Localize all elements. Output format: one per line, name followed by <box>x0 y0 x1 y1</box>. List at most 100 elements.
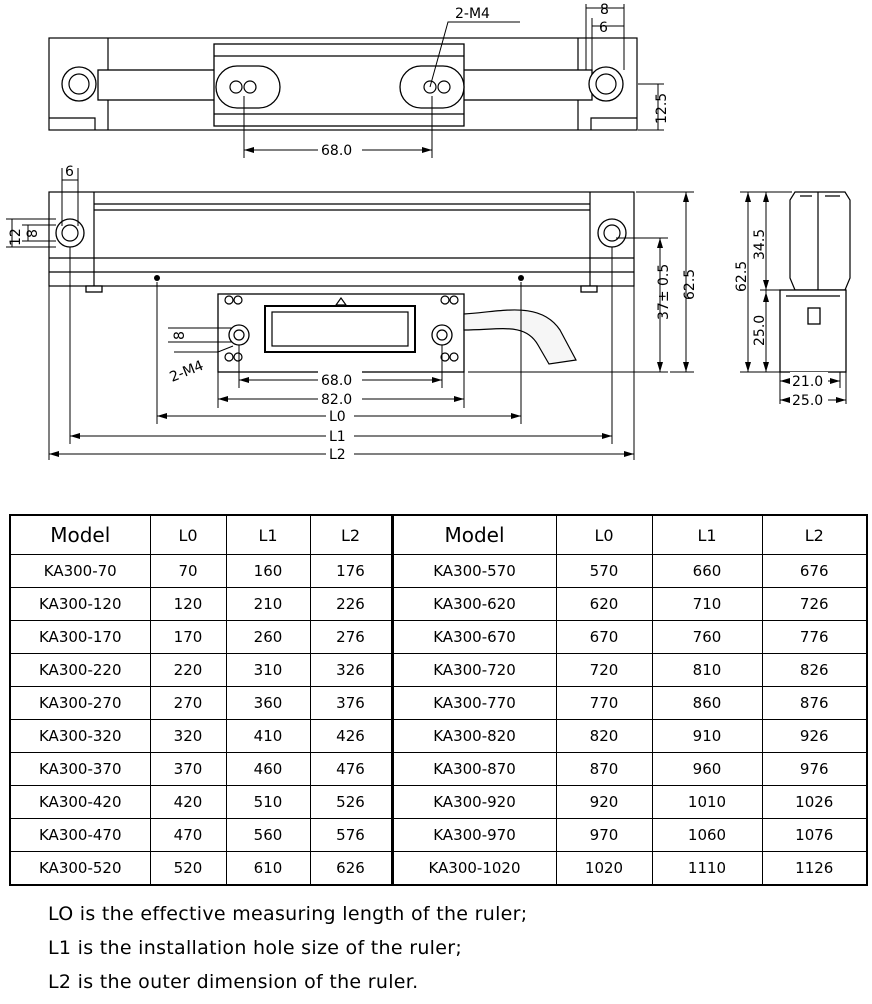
table-cell: KA300-570 <box>390 554 557 588</box>
table-cell: KA300-1020 <box>390 851 557 886</box>
table-cell: 376 <box>309 686 393 720</box>
table-cell: 260 <box>225 620 311 654</box>
table-cell: 760 <box>651 620 763 654</box>
table-cell: 776 <box>761 620 868 654</box>
table-cell: 970 <box>555 818 653 852</box>
table-cell: 676 <box>761 554 868 588</box>
notes: LO is the effective measuring length of … <box>48 902 527 1004</box>
header-l2: L2 <box>761 514 868 555</box>
table-cell: KA300-720 <box>390 653 557 687</box>
table-cell: KA300-370 <box>9 752 151 786</box>
table-cell: 810 <box>651 653 763 687</box>
table-cell: 1026 <box>761 785 868 819</box>
table-cell: 570 <box>555 554 653 588</box>
note-l2: L2 is the outer dimension of the ruler. <box>48 971 419 993</box>
technical-drawing: 2-M4 68.0 8 6 12.5 <box>6 2 851 463</box>
header-l1: L1 <box>225 514 311 555</box>
table-cell: KA300-70 <box>9 554 151 588</box>
table-cell: 176 <box>309 554 393 588</box>
table-cell: 410 <box>225 719 311 753</box>
table-cell: 310 <box>225 653 311 687</box>
table-cell: KA300-670 <box>390 620 557 654</box>
table-cell: KA300-120 <box>9 587 151 621</box>
table-cell: 870 <box>555 752 653 786</box>
side-view: 62.5 34.5 25.0 21.0 25.0 <box>734 191 851 409</box>
table-cell: 876 <box>761 686 868 720</box>
top-dim-12-5: 12.5 <box>654 93 670 124</box>
top-dim-68: 68.0 <box>321 143 352 159</box>
table-cell: 626 <box>309 851 393 886</box>
front-dim-8: 8 <box>25 229 41 238</box>
top-dim-6: 6 <box>599 20 608 36</box>
table-cell: KA300-470 <box>9 818 151 852</box>
table-cell: KA300-170 <box>9 620 151 654</box>
table-cell: 360 <box>225 686 311 720</box>
front-view: 6 12 8 37± 0.5 62.5 8 2-M4 68.0 <box>6 164 698 463</box>
table-cell: 70 <box>149 554 227 588</box>
table-cell: KA300-970 <box>390 818 557 852</box>
table-cell: 220 <box>149 653 227 687</box>
table-cell: 660 <box>651 554 763 588</box>
table-cell: KA300-870 <box>390 752 557 786</box>
table-cell: 770 <box>555 686 653 720</box>
header-model: Model <box>9 514 151 555</box>
top-thread-label: 2-M4 <box>455 6 490 22</box>
side-dim-62-5: 62.5 <box>734 261 750 292</box>
dim-L2: L2 <box>329 447 346 463</box>
table-cell: 460 <box>225 752 311 786</box>
table-cell: KA300-320 <box>9 719 151 753</box>
top-view: 2-M4 68.0 8 6 12.5 <box>48 2 670 159</box>
header-model: Model <box>390 514 557 555</box>
table-cell: 1126 <box>761 851 868 886</box>
table-cell: 976 <box>761 752 868 786</box>
table-cell: 420 <box>149 785 227 819</box>
table-cell: 470 <box>149 818 227 852</box>
table-cell: 1060 <box>651 818 763 852</box>
front-dim-12: 12 <box>8 228 24 246</box>
table-cell: KA300-270 <box>9 686 151 720</box>
table-cell: 910 <box>651 719 763 753</box>
front-dim-37: 37± 0.5 <box>656 264 672 320</box>
table-cell: 320 <box>149 719 227 753</box>
table-cell: 120 <box>149 587 227 621</box>
table-cell: KA300-520 <box>9 851 151 886</box>
reader-dim-82: 82.0 <box>321 392 352 408</box>
reader-dim-68: 68.0 <box>321 373 352 389</box>
front-dim-6: 6 <box>65 164 74 180</box>
table-cell: KA300-820 <box>390 719 557 753</box>
table-cell: 820 <box>555 719 653 753</box>
table-cell: 726 <box>761 587 868 621</box>
table-cell: 226 <box>309 587 393 621</box>
table-cell: 960 <box>651 752 763 786</box>
table-cell: 926 <box>761 719 868 753</box>
table-cell: 920 <box>555 785 653 819</box>
table-cell: 526 <box>309 785 393 819</box>
table-cell: KA300-920 <box>390 785 557 819</box>
table-cell: 1020 <box>555 851 653 886</box>
table-cell: KA300-770 <box>390 686 557 720</box>
header-l0: L0 <box>149 514 227 555</box>
table-cell: 170 <box>149 620 227 654</box>
table-cell: 720 <box>555 653 653 687</box>
table-cell: 826 <box>761 653 868 687</box>
side-dim-25-height: 25.0 <box>752 315 768 346</box>
table-cell: 426 <box>309 719 393 753</box>
table-cell: 1076 <box>761 818 868 852</box>
table-cell: 620 <box>555 587 653 621</box>
table-cell: 210 <box>225 587 311 621</box>
side-dim-34-5: 34.5 <box>752 229 768 260</box>
table-cell: KA300-220 <box>9 653 151 687</box>
note-l1: L1 is the installation hole size of the … <box>48 937 463 959</box>
table-cell: 276 <box>309 620 393 654</box>
table-cell: 710 <box>651 587 763 621</box>
table-cell: 270 <box>149 686 227 720</box>
